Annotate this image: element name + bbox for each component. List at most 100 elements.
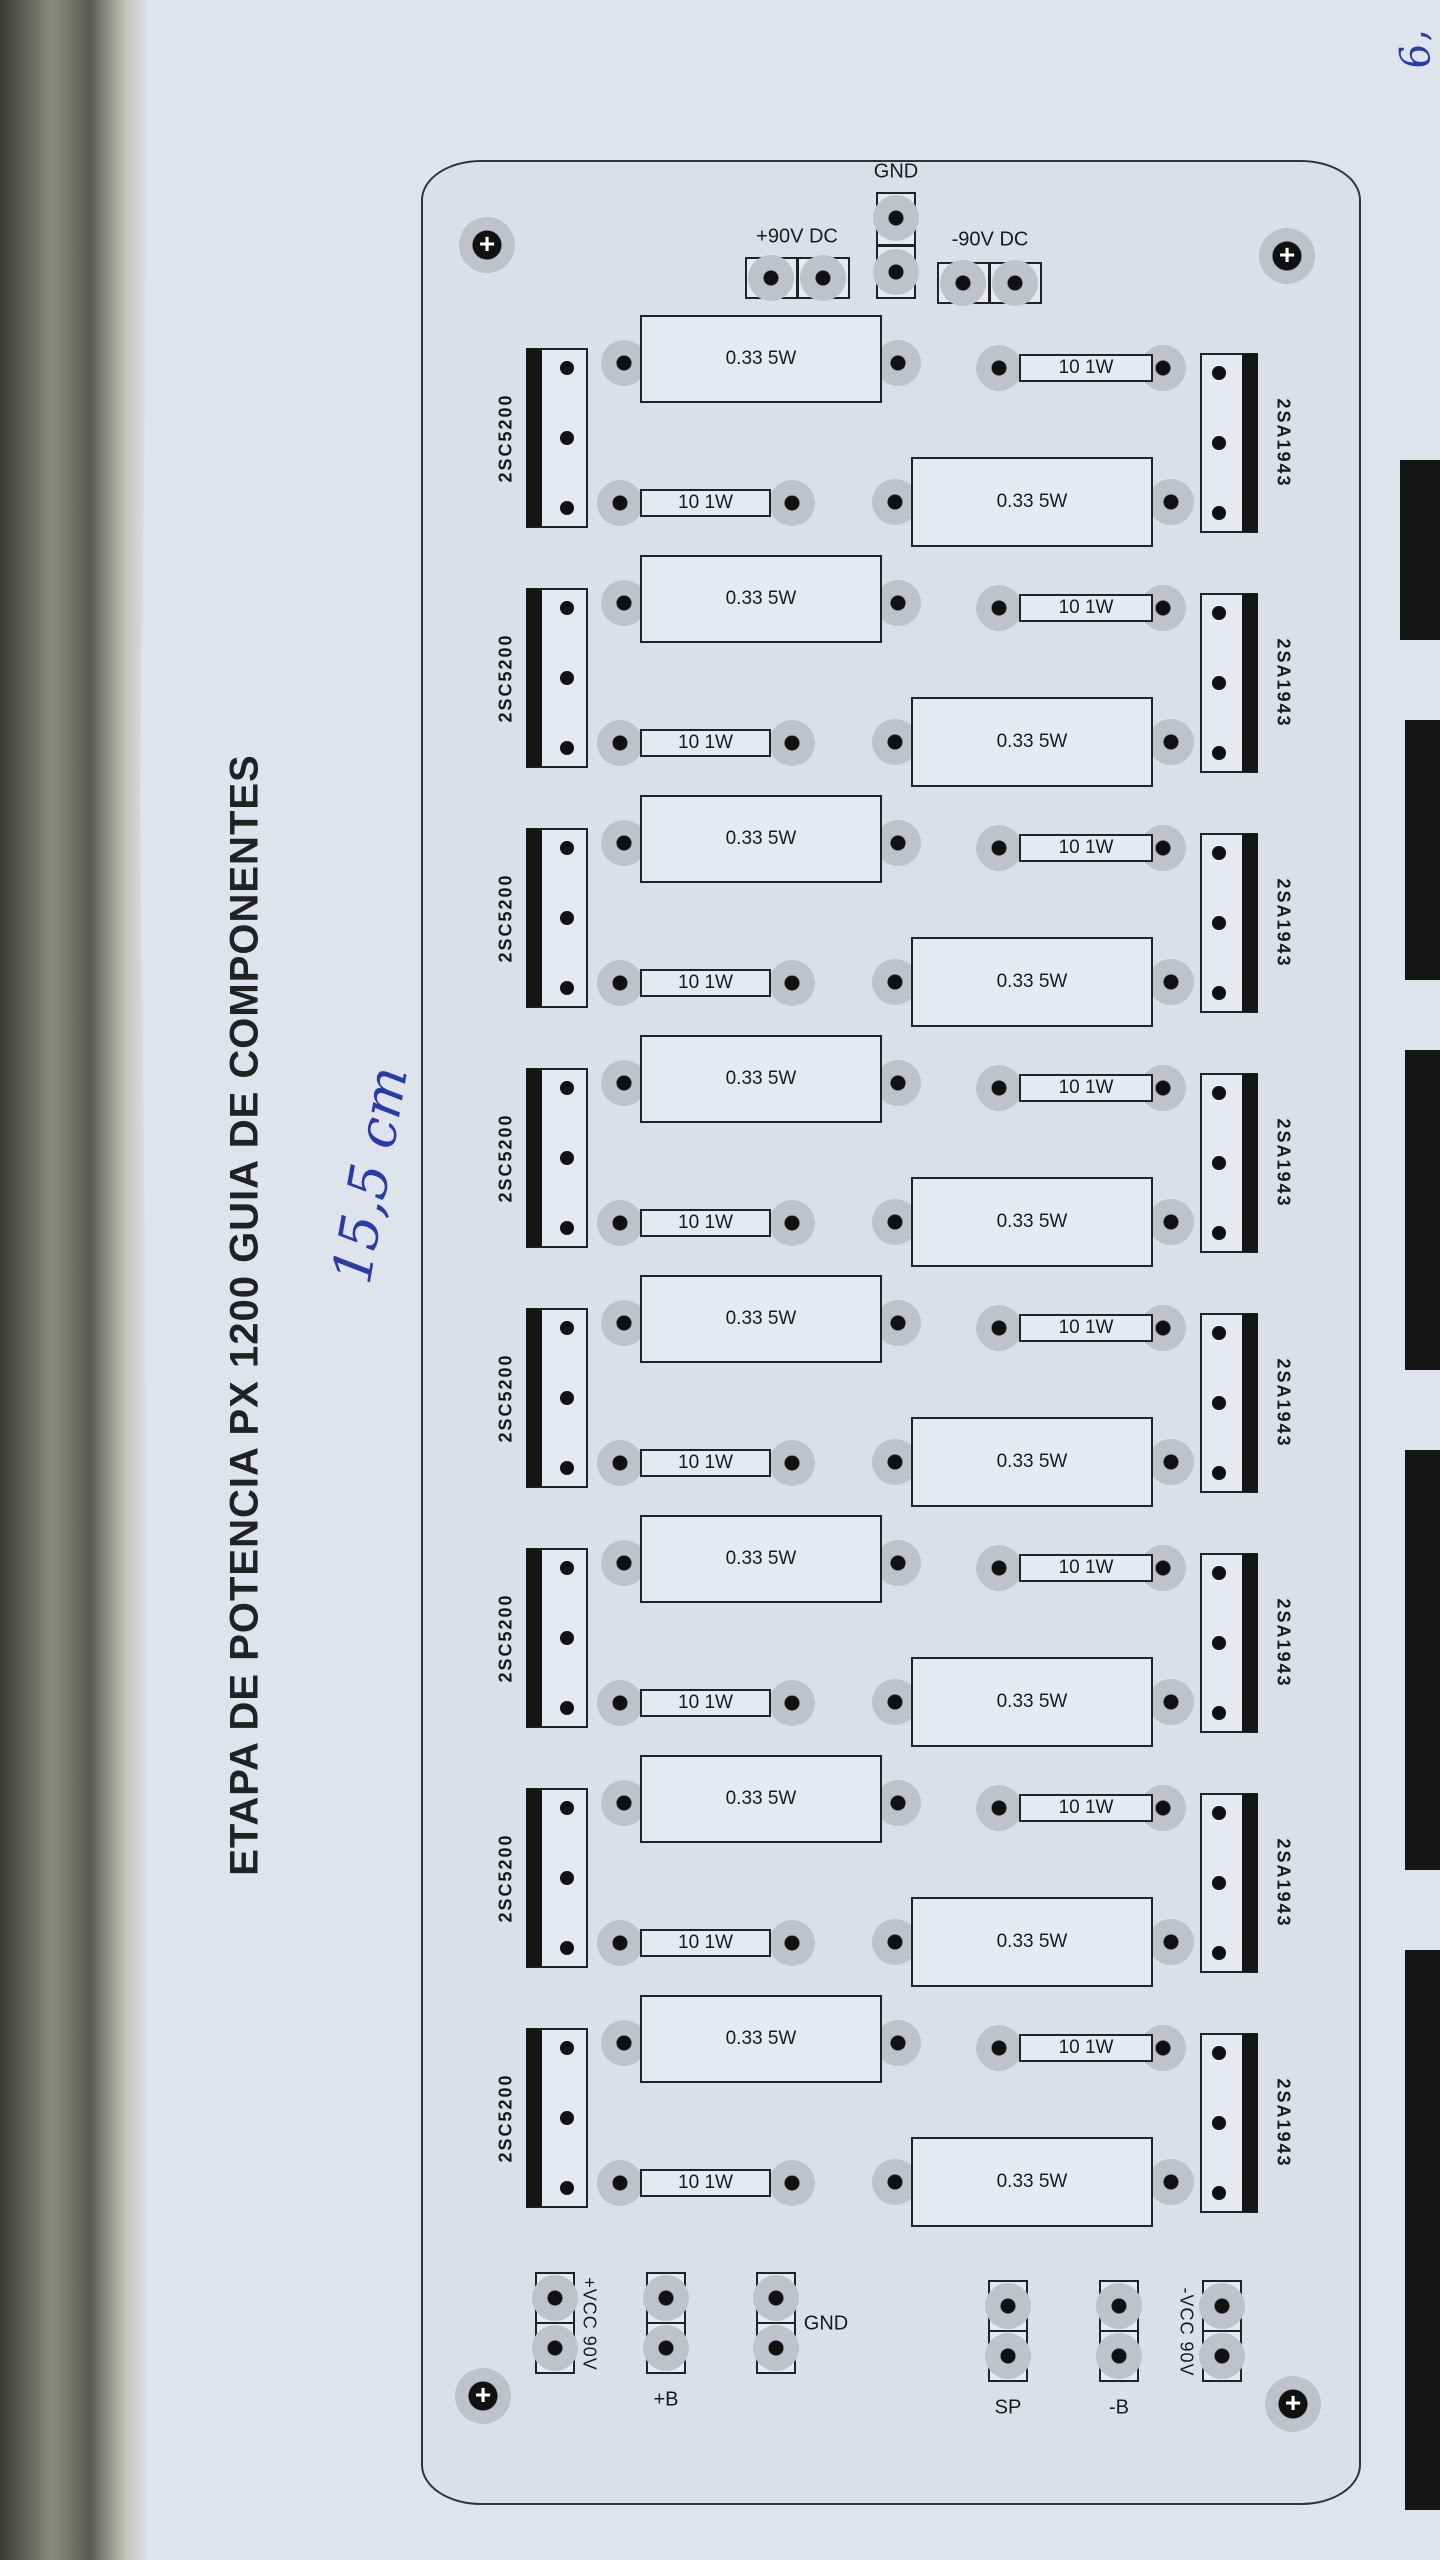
transistor-pin [560,501,574,515]
base-resistor-left: 10 1W [640,729,771,757]
transistor-pin [560,741,574,755]
solder-pad [597,1920,643,1966]
transistor-pin [1212,1466,1226,1480]
npn-transistor [526,348,588,528]
solder-pad [601,2020,647,2066]
base-resistor-left: 10 1W [640,1929,771,1957]
connector-label-vcc-pos: +VCC 90V [579,2277,600,2371]
npn-transistor-label: 2SC5200 [495,2073,516,2163]
pnp-transistor-label: 2SA1943 [1273,1118,1294,1208]
transistor-pin [560,1461,574,1475]
pnp-transistor [1200,1793,1258,1973]
pnp-transistor [1200,353,1258,533]
solder-pad [976,585,1022,631]
solder-pad [976,825,1022,871]
npn-transistor-label: 2SC5200 [495,393,516,483]
page-title: ETAPA DE POTENCIA PX 1200 GUIA DE COMPON… [222,754,267,1876]
solder-pad [601,820,647,866]
connector-label-gnd: GND [803,2312,849,2335]
solder-pad [601,1540,647,1586]
solder-pad [1148,2159,1194,2205]
solder-pad [532,2325,578,2371]
base-resistor-left: 10 1W [640,1449,771,1477]
solder-pad [1096,2283,1142,2329]
solder-pad [597,1200,643,1246]
connector-label-b-neg: -B [1109,2396,1129,2419]
solder-pad [872,959,918,1005]
solder-pad [753,2325,799,2371]
transistor-pin [1212,1396,1226,1410]
emitter-resistor-left: 0.33 5W [640,315,882,403]
transistor-pin [560,431,574,445]
solder-pad [940,260,986,306]
mounting-screw-icon [1265,2376,1321,2432]
npn-transistor-label: 2SC5200 [495,1833,516,1923]
transistor-pin [560,1321,574,1335]
connector-label-sp: SP [994,2396,1022,2419]
solder-pad [769,1440,815,1486]
npn-transistor [526,588,588,768]
transistor-pin [560,671,574,685]
solder-pad [601,1300,647,1346]
solder-pad [1148,1679,1194,1725]
pnp-transistor-label: 2SA1943 [1273,878,1294,968]
npn-transistor [526,1788,588,1968]
npn-transistor [526,1308,588,1488]
solder-pad [875,1060,921,1106]
next-page-text-fragment [1405,1050,1440,1370]
transistor-pin [1212,1706,1226,1720]
handwritten-width-note: 15,5 cm [319,1061,421,1289]
npn-transistor [526,828,588,1008]
solder-pad [875,1780,921,1826]
transistor-pin [1212,1156,1226,1170]
emitter-resistor-right: 0.33 5W [911,1897,1153,1987]
emitter-resistor-right: 0.33 5W [911,1657,1153,1747]
solder-pad [769,480,815,526]
transistor-pin [560,981,574,995]
transistor-pin [560,1631,574,1645]
emitter-resistor-left: 0.33 5W [640,1995,882,2083]
transistor-pin [1212,2186,1226,2200]
transistor-pin [560,1701,574,1715]
pnp-transistor-label: 2SA1943 [1273,1598,1294,1688]
transistor-pin [560,1941,574,1955]
solder-pad [872,479,918,525]
pnp-transistor [1200,593,1258,773]
solder-pad [1148,1919,1194,1965]
pnp-transistor [1200,1313,1258,1493]
solder-pad [873,249,919,295]
transistor-pin [1212,1876,1226,1890]
pnp-transistor [1200,2033,1258,2213]
solder-pad [643,2275,689,2321]
base-resistor-right: 10 1W [1019,594,1153,622]
solder-pad [875,2020,921,2066]
solder-pad [872,1199,918,1245]
pnp-transistor-label: 2SA1943 [1273,398,1294,488]
emitter-resistor-right: 0.33 5W [911,2137,1153,2227]
transistor-pin [560,841,574,855]
solder-pad [875,1540,921,1586]
transistor-pin [1212,986,1226,1000]
base-resistor-right: 10 1W [1019,1314,1153,1342]
transistor-pin [560,911,574,925]
solder-pad [872,719,918,765]
npn-transistor [526,1548,588,1728]
solder-pad [597,480,643,526]
pnp-transistor-label: 2SA1943 [1273,2078,1294,2168]
top-connector-label-neg: -90V DC [951,228,1029,251]
base-resistor-left: 10 1W [640,1209,771,1237]
transistor-pin [560,1221,574,1235]
emitter-resistor-left: 0.33 5W [640,1275,882,1363]
solder-pad [769,1680,815,1726]
transistor-pin [560,1081,574,1095]
base-resistor-right: 10 1W [1019,1074,1153,1102]
transistor-pin [1212,916,1226,930]
mounting-screw-icon [455,2368,511,2424]
transistor-pin [560,2041,574,2055]
solder-pad [532,2275,578,2321]
base-resistor-right: 10 1W [1019,1554,1153,1582]
solder-pad [597,1680,643,1726]
top-connector-label-pos: +90V DC [756,225,838,248]
next-page-text-fragment [1405,1450,1440,1870]
solder-pad [1148,719,1194,765]
